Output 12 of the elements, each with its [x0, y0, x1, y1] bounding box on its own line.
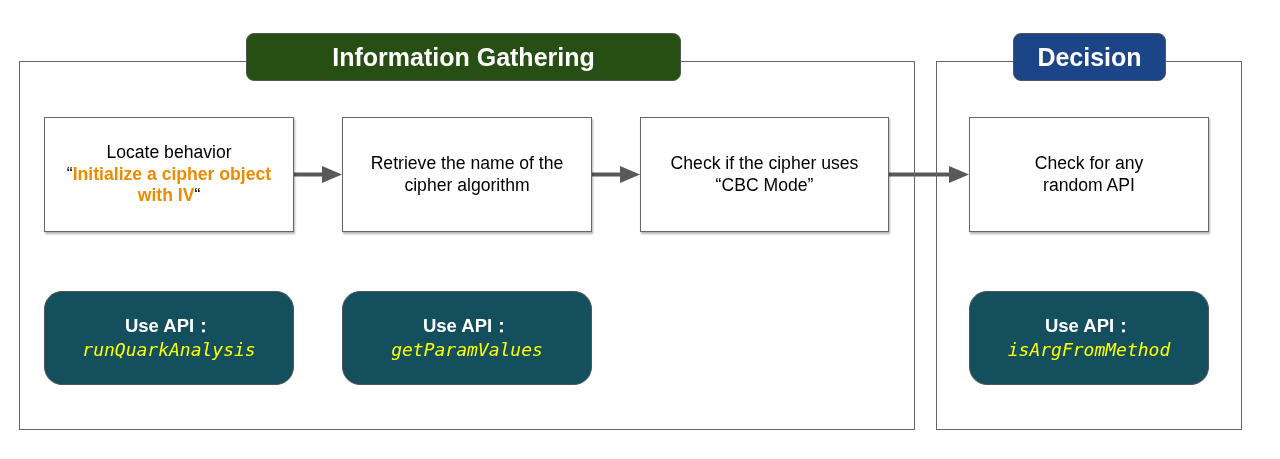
heading-banner: Information Gathering [246, 33, 681, 81]
api-box: Use API： isArgFromMethod [969, 291, 1209, 385]
process-box: Locate behavior “Initialize a cipher object with IV“ [44, 117, 294, 232]
api-box: Use API： runQuarkAnalysis [44, 291, 294, 385]
arrow [294, 166, 342, 183]
process-box: Check for any random API [969, 117, 1209, 232]
process-box: Check if the cipher uses “CBC Mode” [640, 117, 889, 232]
arrow [889, 166, 969, 183]
arrow [592, 166, 640, 183]
heading-banner: Decision [1013, 33, 1166, 81]
api-box: Use API： getParamValues [342, 291, 592, 385]
process-box: Retrieve the name of the cipher algorithm [342, 117, 592, 232]
